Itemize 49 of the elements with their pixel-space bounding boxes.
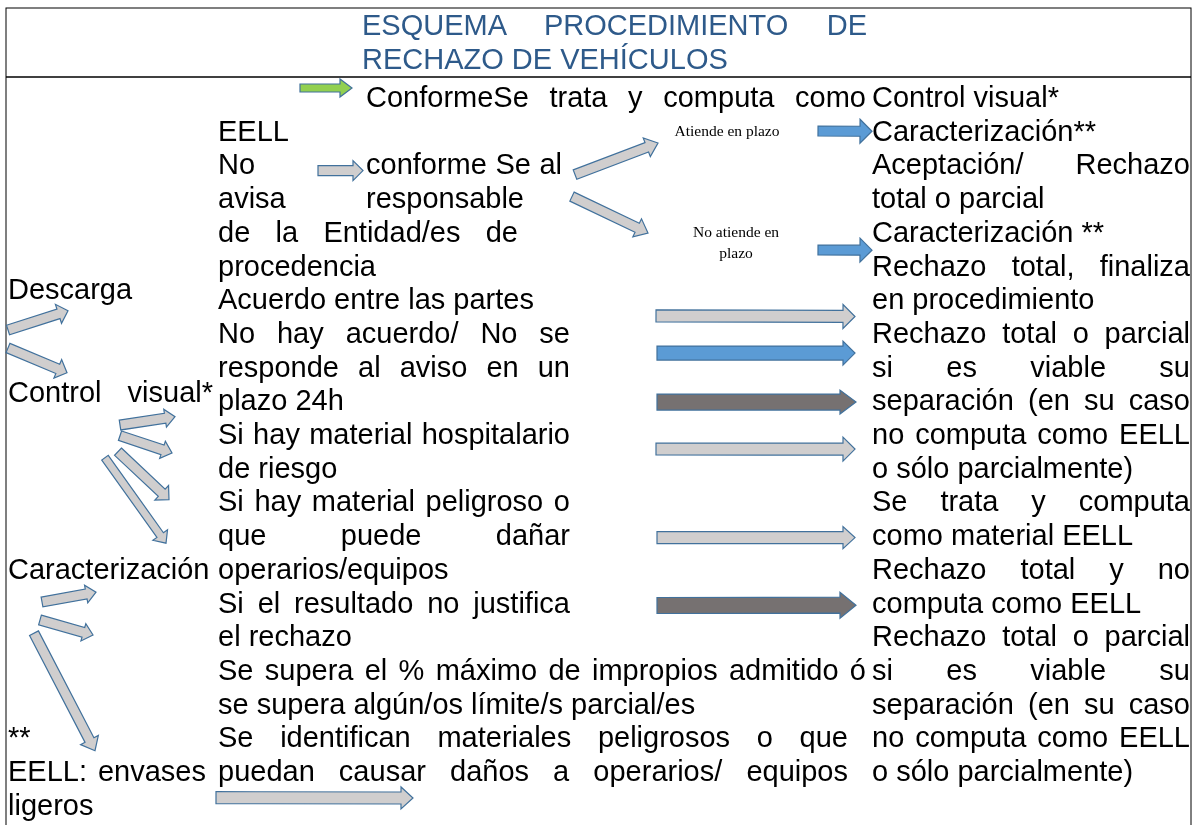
branch-label: Atiende en plazo [668, 119, 786, 141]
block-arrow [569, 191, 649, 238]
block-arrow [817, 236, 873, 264]
branch-label: No atiende en plazo [680, 220, 792, 263]
block-arrow [299, 77, 353, 99]
block-arrow [40, 583, 97, 608]
flow-text: Rechazo total o parcial si es viable su separación (en su caso no computa como EELL o sólo parcialmente) [872, 316, 1190, 486]
block-arrow [655, 435, 856, 463]
flow-text: Si hay material peligroso o que puede dañar operarios/equipos [218, 485, 570, 587]
block-arrow [28, 630, 100, 752]
note-text: EELL [218, 114, 290, 149]
block-arrow [656, 525, 856, 550]
flow-text: Acuerdo entre las partes [218, 283, 570, 317]
block-arrow [656, 590, 857, 620]
note-text: Se supera el % máximo de impropios admitido ó se supera algún/os límite/s parcial/es [218, 653, 866, 722]
flow-text: Se trata y computa como material EELL [872, 485, 1190, 553]
flow-text: Caracterización [8, 552, 218, 587]
flow-text: No hay acuerdo/ No se responde al aviso en un plazo 24h [218, 316, 570, 418]
block-arrow [656, 388, 857, 416]
block-arrow [655, 303, 856, 330]
flow-text: Descarga [8, 273, 208, 307]
flow-text: Rechazo total, finaliza en procedimiento [872, 249, 1190, 317]
flow-text: Control visual* [8, 376, 213, 410]
note-text: Control visual* [872, 81, 1060, 115]
block-arrow [5, 303, 69, 336]
block-arrow [117, 430, 173, 460]
flow-text: Caracterización ** [872, 215, 1190, 250]
block-arrow [5, 342, 68, 380]
flow-text: Si hay material hospitalario de riesgo [218, 418, 570, 486]
block-arrow [317, 159, 364, 183]
note-text: EELL: envases ligeros [8, 755, 206, 823]
flow-text: Se identifican materiales peligrosos o que puedan causar daños a operarios/ equipos [218, 721, 848, 789]
block-arrow [215, 785, 414, 811]
block-arrow [817, 117, 873, 145]
flow-text: Rechazo total y no computa como EELL [872, 552, 1190, 621]
block-arrow [118, 408, 176, 431]
block-arrow [100, 454, 169, 544]
note-text: Rechazo total o parcial si es viable su separación (en su caso no computa como EELL o sólo parcialmente) [872, 620, 1190, 789]
flow-text: ** [8, 721, 48, 755]
title: ESQUEMA PROCEDIMIENTO DE RECHAZO DE VEHÍCULOS [362, 8, 867, 76]
flow-text: conforme Se al responsable [366, 148, 562, 216]
flow-text: Caracterización** [872, 114, 1190, 149]
note-text: Aceptación/ Rechazo total o parcial [872, 148, 1190, 216]
flow-text: Si el resultado no justifica el rechazo [218, 586, 570, 654]
block-arrow [113, 447, 170, 501]
block-arrow [656, 339, 856, 367]
block-arrow [572, 136, 659, 181]
note-text: de la Entidad/es de procedencia [218, 215, 518, 284]
flow-text: ConformeSe trata y computa como [366, 81, 866, 115]
